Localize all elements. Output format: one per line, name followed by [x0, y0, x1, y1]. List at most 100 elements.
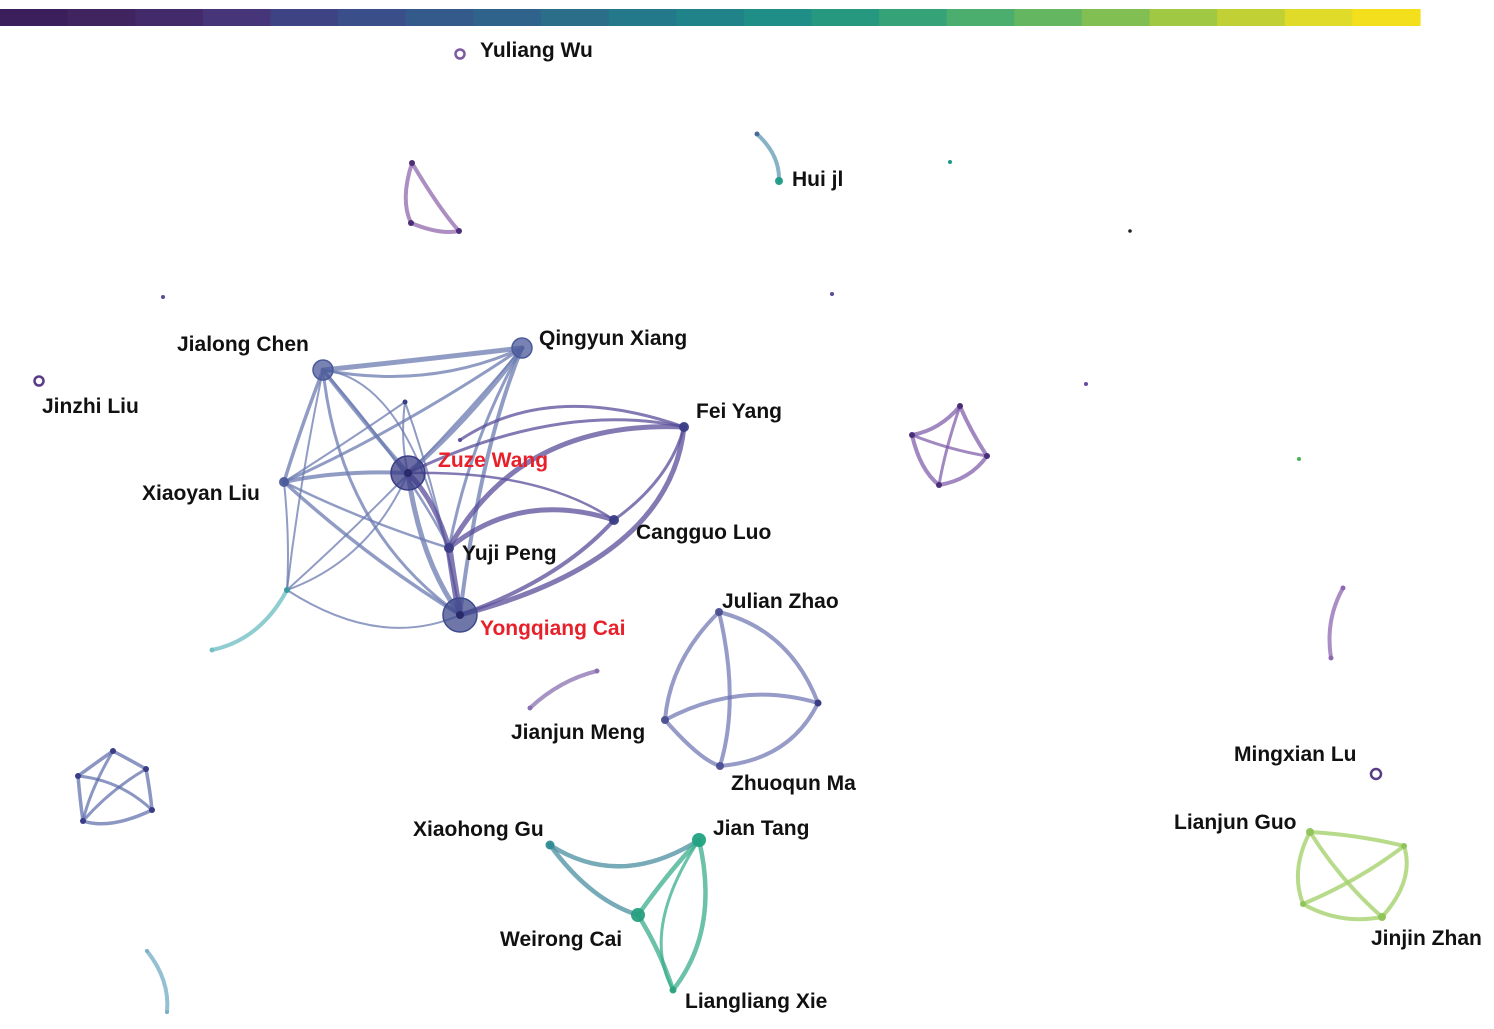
node: [1297, 457, 1301, 461]
node-circle: [1369, 767, 1383, 781]
node: [1328, 655, 1334, 661]
colorbar-segment: [743, 9, 813, 26]
link: [635, 837, 702, 918]
node: [456, 228, 462, 234]
link: [458, 518, 616, 617]
link: [403, 161, 414, 225]
node: [145, 949, 149, 953]
node: [1300, 901, 1306, 907]
node: [408, 220, 414, 226]
link: [321, 346, 524, 378]
colorbar-segment: [67, 9, 136, 26]
link: [282, 480, 462, 617]
link-layer: [76, 132, 1409, 1014]
link: [910, 433, 989, 458]
node: [1084, 382, 1088, 386]
colorbar-segment: [1352, 9, 1421, 26]
node: [149, 807, 155, 813]
node: [1401, 843, 1407, 849]
link: [670, 837, 708, 993]
node: [75, 773, 81, 779]
link: [910, 404, 962, 437]
link: [457, 424, 687, 618]
node: [80, 818, 86, 824]
node-label: Zuze Wang: [438, 449, 548, 472]
node-circle: [1306, 828, 1314, 836]
node-qingyun-xiang: Qingyun Xiang: [511, 327, 687, 359]
node: [754, 131, 760, 137]
link: [1301, 844, 1406, 906]
node: [909, 432, 915, 438]
node: [402, 399, 408, 405]
node-circle: [511, 337, 533, 359]
node-label: Fei Yang: [696, 400, 782, 423]
node-circle: [545, 840, 555, 850]
node-label: Julian Zhao: [722, 590, 839, 613]
node: [143, 766, 149, 772]
colorbar-segment: [879, 9, 948, 26]
link: [81, 749, 115, 823]
node-xiaohong-gu: Xiaohong Gu: [413, 818, 555, 850]
node-circle: [609, 515, 619, 525]
node-core: [456, 611, 464, 619]
link: [111, 749, 148, 771]
link: [663, 610, 721, 722]
node-mingxian-lu: Mingxian Lu: [1234, 743, 1383, 781]
node-label: Qingyun Xiang: [539, 327, 687, 350]
link: [528, 669, 599, 710]
colorbar-segment: [202, 9, 272, 26]
link: [1301, 902, 1384, 922]
link: [717, 610, 732, 768]
node: [814, 699, 822, 707]
node-label: Yuji Peng: [462, 542, 557, 565]
node: [165, 1010, 169, 1014]
link: [81, 767, 148, 823]
colorbar-segment: [1014, 9, 1083, 26]
colorbar-segment: [1217, 9, 1286, 26]
link: [910, 433, 941, 487]
node: [110, 748, 116, 754]
node-circle: [715, 608, 723, 616]
link: [1327, 586, 1345, 660]
node-label: Yongqiang Cai: [480, 617, 625, 640]
link: [663, 718, 722, 768]
link: [446, 507, 617, 551]
node: [409, 160, 415, 166]
colorbar-segment: [676, 9, 745, 26]
node-fei-yang: Fei Yang: [679, 400, 782, 432]
link: [144, 767, 154, 812]
node-cangguo-luo: Cangguo Luo: [609, 515, 771, 544]
node-jianjun-meng: Jianjun Meng: [511, 716, 669, 744]
link: [282, 368, 325, 484]
link: [612, 425, 686, 522]
link: [321, 368, 462, 617]
colorbar-segment: [946, 9, 1015, 26]
link: [659, 838, 701, 992]
node-label: Lianjun Guo: [1174, 811, 1296, 834]
link: [410, 161, 461, 233]
node-label: Jian Tang: [713, 817, 809, 840]
node-label: Jialong Chen: [177, 333, 309, 356]
node: [957, 403, 963, 409]
node-label: Mingxian Lu: [1234, 743, 1357, 766]
colorbar-segment: [473, 9, 542, 26]
link: [663, 692, 820, 722]
node: [458, 438, 462, 442]
node: [161, 295, 165, 299]
node: [936, 482, 942, 488]
node-circle: [679, 422, 689, 432]
node-label: Xiaohong Gu: [413, 818, 544, 841]
link: [547, 837, 702, 869]
colorbar-segment: [0, 9, 69, 26]
node-jialong-chen: Jialong Chen: [177, 333, 334, 381]
node-circle: [33, 375, 45, 387]
link: [81, 808, 154, 826]
link: [282, 480, 451, 550]
node-jinjin-zhan: Jinjin Zhan: [1371, 913, 1482, 950]
link: [283, 481, 289, 591]
node: [284, 587, 290, 593]
node: [209, 647, 215, 653]
link: [458, 346, 524, 617]
node-label: Jianjun Meng: [511, 721, 645, 744]
